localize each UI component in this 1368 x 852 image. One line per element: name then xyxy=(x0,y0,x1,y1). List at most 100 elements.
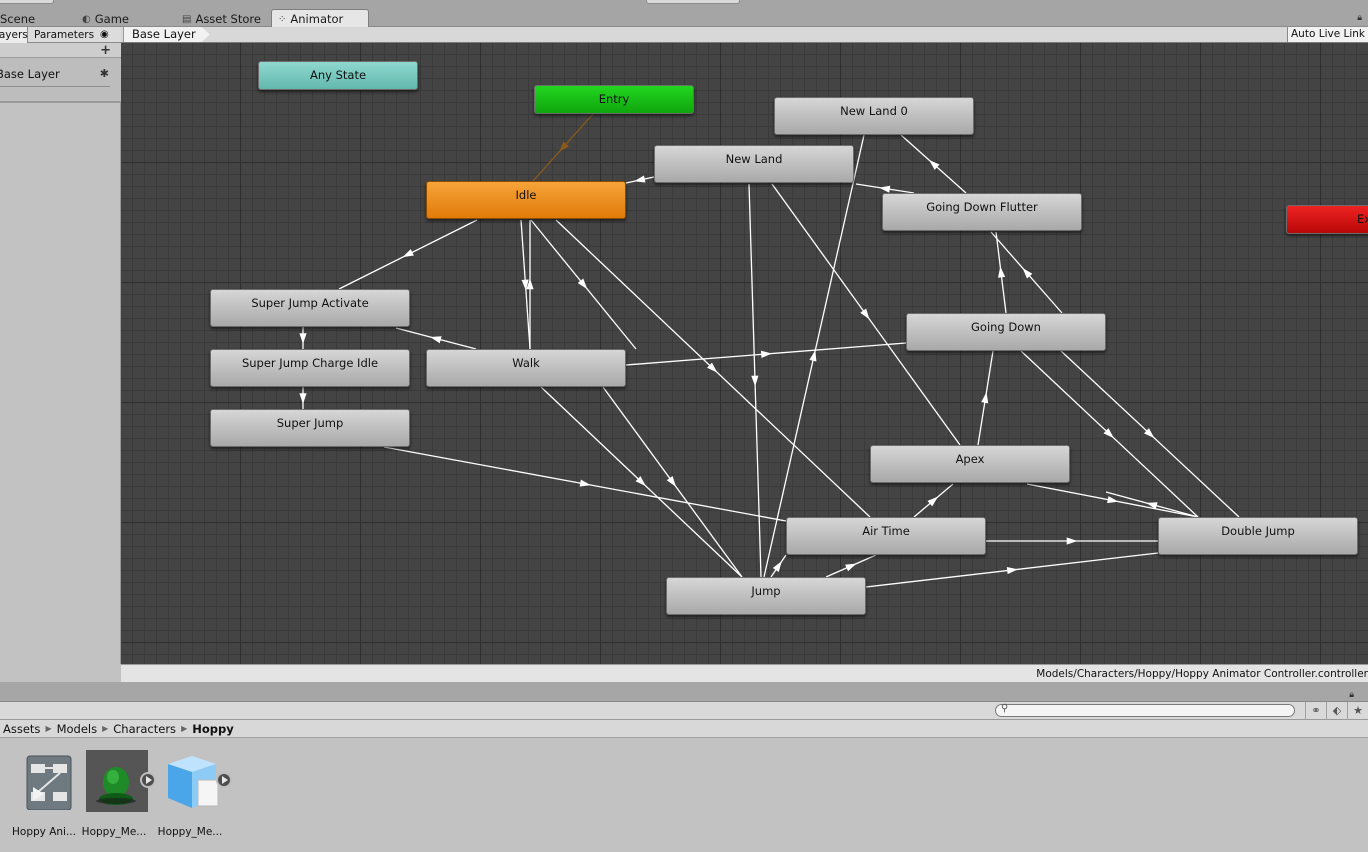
transition-arrow-icon xyxy=(299,333,307,344)
layers-panel: Layers Parameters ◉ + Base Layer ✱ xyxy=(0,27,121,664)
lock-icon[interactable]: 🔒︎ xyxy=(1357,13,1362,23)
transition-arrow-icon xyxy=(402,249,414,258)
transition-arrow-icon xyxy=(635,476,646,487)
transition-arrow-icon xyxy=(521,279,529,291)
transition-arrow-icon xyxy=(1103,428,1114,439)
state-exit[interactable]: Exit xyxy=(1286,205,1368,234)
tab-asset-store[interactable]: ▤ Asset Store xyxy=(176,10,267,27)
transition-arrow-icon xyxy=(845,563,857,572)
graph-breadcrumb-bar: Base Layer Auto Live Link xyxy=(121,27,1368,43)
state-new-land[interactable]: New Land xyxy=(654,145,854,183)
transition-arrow-icon xyxy=(707,362,718,373)
transition-arrow-icon xyxy=(634,175,646,183)
toolbar-button-left[interactable] xyxy=(0,0,54,4)
transition-arrow-icon xyxy=(1022,267,1033,279)
transition-arrow-icon xyxy=(526,278,534,290)
asset-label: Hoppy Ani... xyxy=(12,826,76,838)
state-entry[interactable]: Entry xyxy=(534,85,694,114)
search-input[interactable]: ⚲ xyxy=(995,703,1295,717)
state-apex[interactable]: Apex xyxy=(870,445,1070,483)
tab-game-label: Game xyxy=(94,12,129,26)
transition-arrow-icon xyxy=(1144,428,1155,439)
chevron-right-icon: ▶ xyxy=(45,724,52,733)
state-jump[interactable]: Jump xyxy=(666,577,866,615)
project-toolbar: ⚲ ⚭ ⬖ ★ xyxy=(0,702,1368,720)
transition-arrow-icon xyxy=(558,141,569,152)
tab-asset-store-label: Asset Store xyxy=(195,12,261,26)
state-going-down[interactable]: Going Down xyxy=(906,313,1106,351)
transition-arrow-icon xyxy=(1006,566,1018,575)
transition-arrow-icon xyxy=(751,375,759,387)
transition-arrow-icon xyxy=(579,479,591,487)
transition-arrow-icon xyxy=(1146,502,1158,510)
tab-layers-label: Layers xyxy=(0,29,28,41)
transition-arrow-icon xyxy=(879,185,891,193)
transition-arrow-icon xyxy=(981,392,989,404)
crumb-hoppy[interactable]: Hoppy xyxy=(192,722,234,736)
asset-mesh-prefab[interactable]: Hoppy_Me... xyxy=(158,750,232,840)
favorite-star-icon[interactable]: ★ xyxy=(1347,702,1368,720)
transition-arrow-icon xyxy=(430,336,442,344)
asset-animator-controller[interactable]: Hoppy Ani... xyxy=(12,750,76,840)
project-lock-icon[interactable]: 🔒︎ xyxy=(1349,690,1354,700)
layers-panel-tabs: Layers Parameters ◉ xyxy=(0,27,121,43)
transition-edges xyxy=(299,113,1240,588)
asset-label: Hoppy_Me... xyxy=(81,826,147,838)
state-air-time[interactable]: Air Time xyxy=(786,517,986,555)
play-controls-group[interactable] xyxy=(646,0,740,4)
game-icon: ◐ xyxy=(82,13,91,25)
transition-arrow-icon xyxy=(760,350,772,358)
state-new-land-0[interactable]: New Land 0 xyxy=(774,97,974,135)
layers-add-bar: + xyxy=(0,43,121,58)
transition-arrow-icon xyxy=(929,160,940,170)
transition-arrow-icon xyxy=(666,476,677,487)
transition-arrow-icon xyxy=(927,496,939,507)
asset-label: Hoppy_Me... xyxy=(157,826,223,838)
state-going-down-flutter[interactable]: Going Down Flutter xyxy=(882,193,1082,231)
transition-arrow-icon xyxy=(998,266,1006,278)
tab-scene[interactable]: Scene xyxy=(0,10,41,27)
chevron-right-icon: ▶ xyxy=(102,724,109,733)
animator-icon: ⁘ xyxy=(278,13,287,25)
filter-by-type-icon[interactable]: ⚭ xyxy=(1305,702,1326,720)
project-breadcrumb: Assets ▶ Models ▶ Characters ▶ Hoppy xyxy=(0,720,1368,738)
breadcrumb-base-layer[interactable]: Base Layer xyxy=(123,27,210,42)
layer-weight-divider xyxy=(0,86,110,87)
state-any-state[interactable]: Any State xyxy=(258,61,418,90)
tab-animator-label: Animator xyxy=(290,12,344,26)
tab-animator[interactable]: ⁘ Animator xyxy=(271,9,369,27)
transition-arrow-icon xyxy=(860,308,870,320)
crumb-models[interactable]: Models xyxy=(56,722,98,736)
state-super-jump-charge-idle[interactable]: Super Jump Charge Idle xyxy=(210,349,410,387)
crumb-characters[interactable]: Characters xyxy=(113,722,177,736)
project-assets-grid: Hoppy Ani... Hoppy_Me... xyxy=(0,738,1368,852)
crumb-assets[interactable]: Assets xyxy=(3,722,41,736)
mesh-prefab-icon xyxy=(162,750,222,810)
play-icon[interactable] xyxy=(216,772,232,788)
tab-parameters[interactable]: Parameters xyxy=(31,27,97,43)
search-icon: ⚲ xyxy=(1001,703,1009,714)
gear-icon[interactable]: ✱ xyxy=(99,67,109,80)
state-super-jump[interactable]: Super Jump xyxy=(210,409,410,447)
eye-icon[interactable]: ◉ xyxy=(100,29,109,40)
filter-by-label-icon[interactable]: ⬖ xyxy=(1326,702,1347,720)
tab-parameters-label: Parameters xyxy=(34,29,95,41)
animator-graph-canvas[interactable]: Any State Entry Exit Idle New Land 0 New… xyxy=(121,43,1368,664)
animator-controller-icon xyxy=(18,750,78,811)
add-layer-button[interactable]: + xyxy=(100,43,111,58)
state-double-jump[interactable]: Double Jump xyxy=(1158,517,1358,555)
state-walk[interactable]: Walk xyxy=(426,349,626,387)
asset-model[interactable]: Hoppy_Me... xyxy=(82,750,156,840)
state-super-jump-activate[interactable]: Super Jump Activate xyxy=(210,289,410,327)
play-icon[interactable] xyxy=(140,772,156,788)
auto-live-link-toggle[interactable]: Auto Live Link xyxy=(1287,27,1368,42)
controller-path: Models/Characters/Hoppy/Hoppy Animator C… xyxy=(1036,668,1368,680)
tab-layers[interactable]: Layers xyxy=(0,27,28,43)
window-tab-strip: Scene ◐ Game ▤ Asset Store ⁘ Animator 🔒︎ xyxy=(0,0,1368,27)
state-idle[interactable]: Idle xyxy=(426,181,626,219)
tab-game[interactable]: ◐ Game xyxy=(76,10,135,27)
transition-arrow-icon xyxy=(1107,496,1119,504)
model-preview-icon xyxy=(86,750,148,812)
layer-item-base[interactable]: Base Layer ✱ xyxy=(0,58,121,103)
transition-arrow-icon xyxy=(299,393,307,404)
